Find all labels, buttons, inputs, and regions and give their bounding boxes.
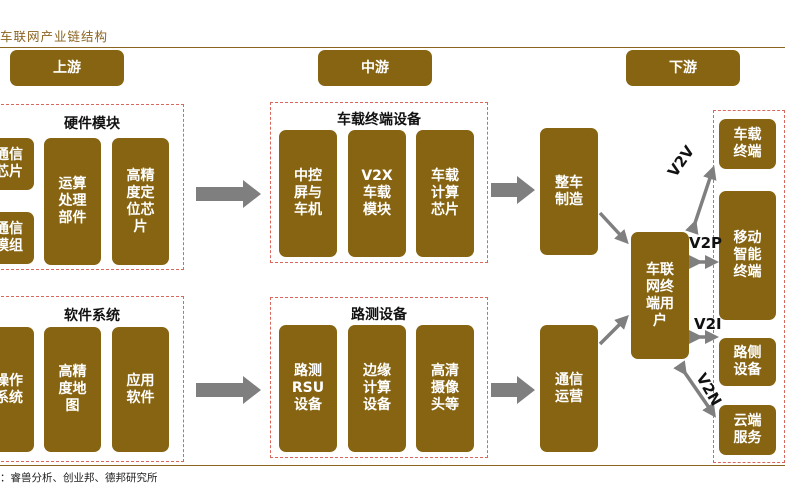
source-note: ：睿兽分析、创业邦、德邦研究所 (0, 472, 158, 484)
roadside-title: 路测设备 (351, 307, 407, 323)
flow-arrow-terminal (491, 176, 535, 204)
target-cloud-service: 云端 服务 (719, 405, 776, 455)
software-group (0, 296, 184, 462)
flow-arrow-roadside (491, 376, 535, 404)
mid-head-unit: 中控 屏与 车机 (279, 130, 337, 257)
mid-hd-camera: 高清 摄像 头等 (416, 325, 474, 452)
target-vehicle-terminal: 车载 终端 (719, 119, 776, 169)
hw-comm-chip: 通信 芯片 (0, 138, 34, 190)
target-roadside-device: 路侧 设备 (719, 338, 776, 386)
hw-comm-module: 通信 模组 (0, 212, 34, 264)
sw-hd-map: 高精 度地 图 (44, 327, 101, 452)
flow-arrow-hardware (196, 180, 261, 208)
down-terminal-user: 车联 网终 端用 户 (631, 232, 689, 359)
down-vehicle-manufacturing: 整车 制造 (540, 128, 598, 255)
label-v2p: V2P (689, 234, 723, 252)
sw-os: 操作 系统 (0, 327, 34, 452)
arrow-v2v (685, 165, 717, 235)
down-comm-operation: 通信 运营 (540, 325, 598, 452)
sw-app: 应用 软件 (112, 327, 169, 452)
roadside-group (270, 297, 488, 458)
label-v2i: V2I (694, 315, 722, 333)
mid-edge-compute: 边缘 计算 设备 (348, 325, 406, 452)
mid-compute-chip: 车载 计算 芯片 (416, 130, 474, 257)
hardware-title: 硬件模块 (64, 116, 120, 132)
mid-v2x-module: V2X 车载 模块 (348, 130, 406, 257)
target-mobile-terminal: 移动 智能 终端 (719, 191, 776, 320)
stage-downstream: 下游 (626, 50, 740, 86)
arrow-operation-user (598, 315, 629, 346)
mid-rsu: 路测 RSU 设备 (279, 325, 337, 452)
page-title: 车联网产业链结构 (0, 29, 109, 44)
terminal-title: 车载终端设备 (337, 112, 421, 128)
stage-upstream: 上游 (10, 50, 124, 86)
header-rule (0, 47, 785, 48)
stage-midstream: 中游 (318, 50, 432, 86)
terminal-group (270, 102, 488, 263)
hw-positioning-chip: 高精 度定 位芯 片 (112, 138, 169, 265)
hardware-group (0, 104, 184, 270)
arrow-manufacturing-user (598, 211, 629, 245)
footer-rule (0, 465, 785, 466)
arrow-v2n (673, 360, 716, 418)
hw-compute-unit: 运算 处理 部件 (44, 138, 101, 265)
flow-arrow-software (196, 376, 261, 404)
software-title: 软件系统 (64, 308, 120, 324)
